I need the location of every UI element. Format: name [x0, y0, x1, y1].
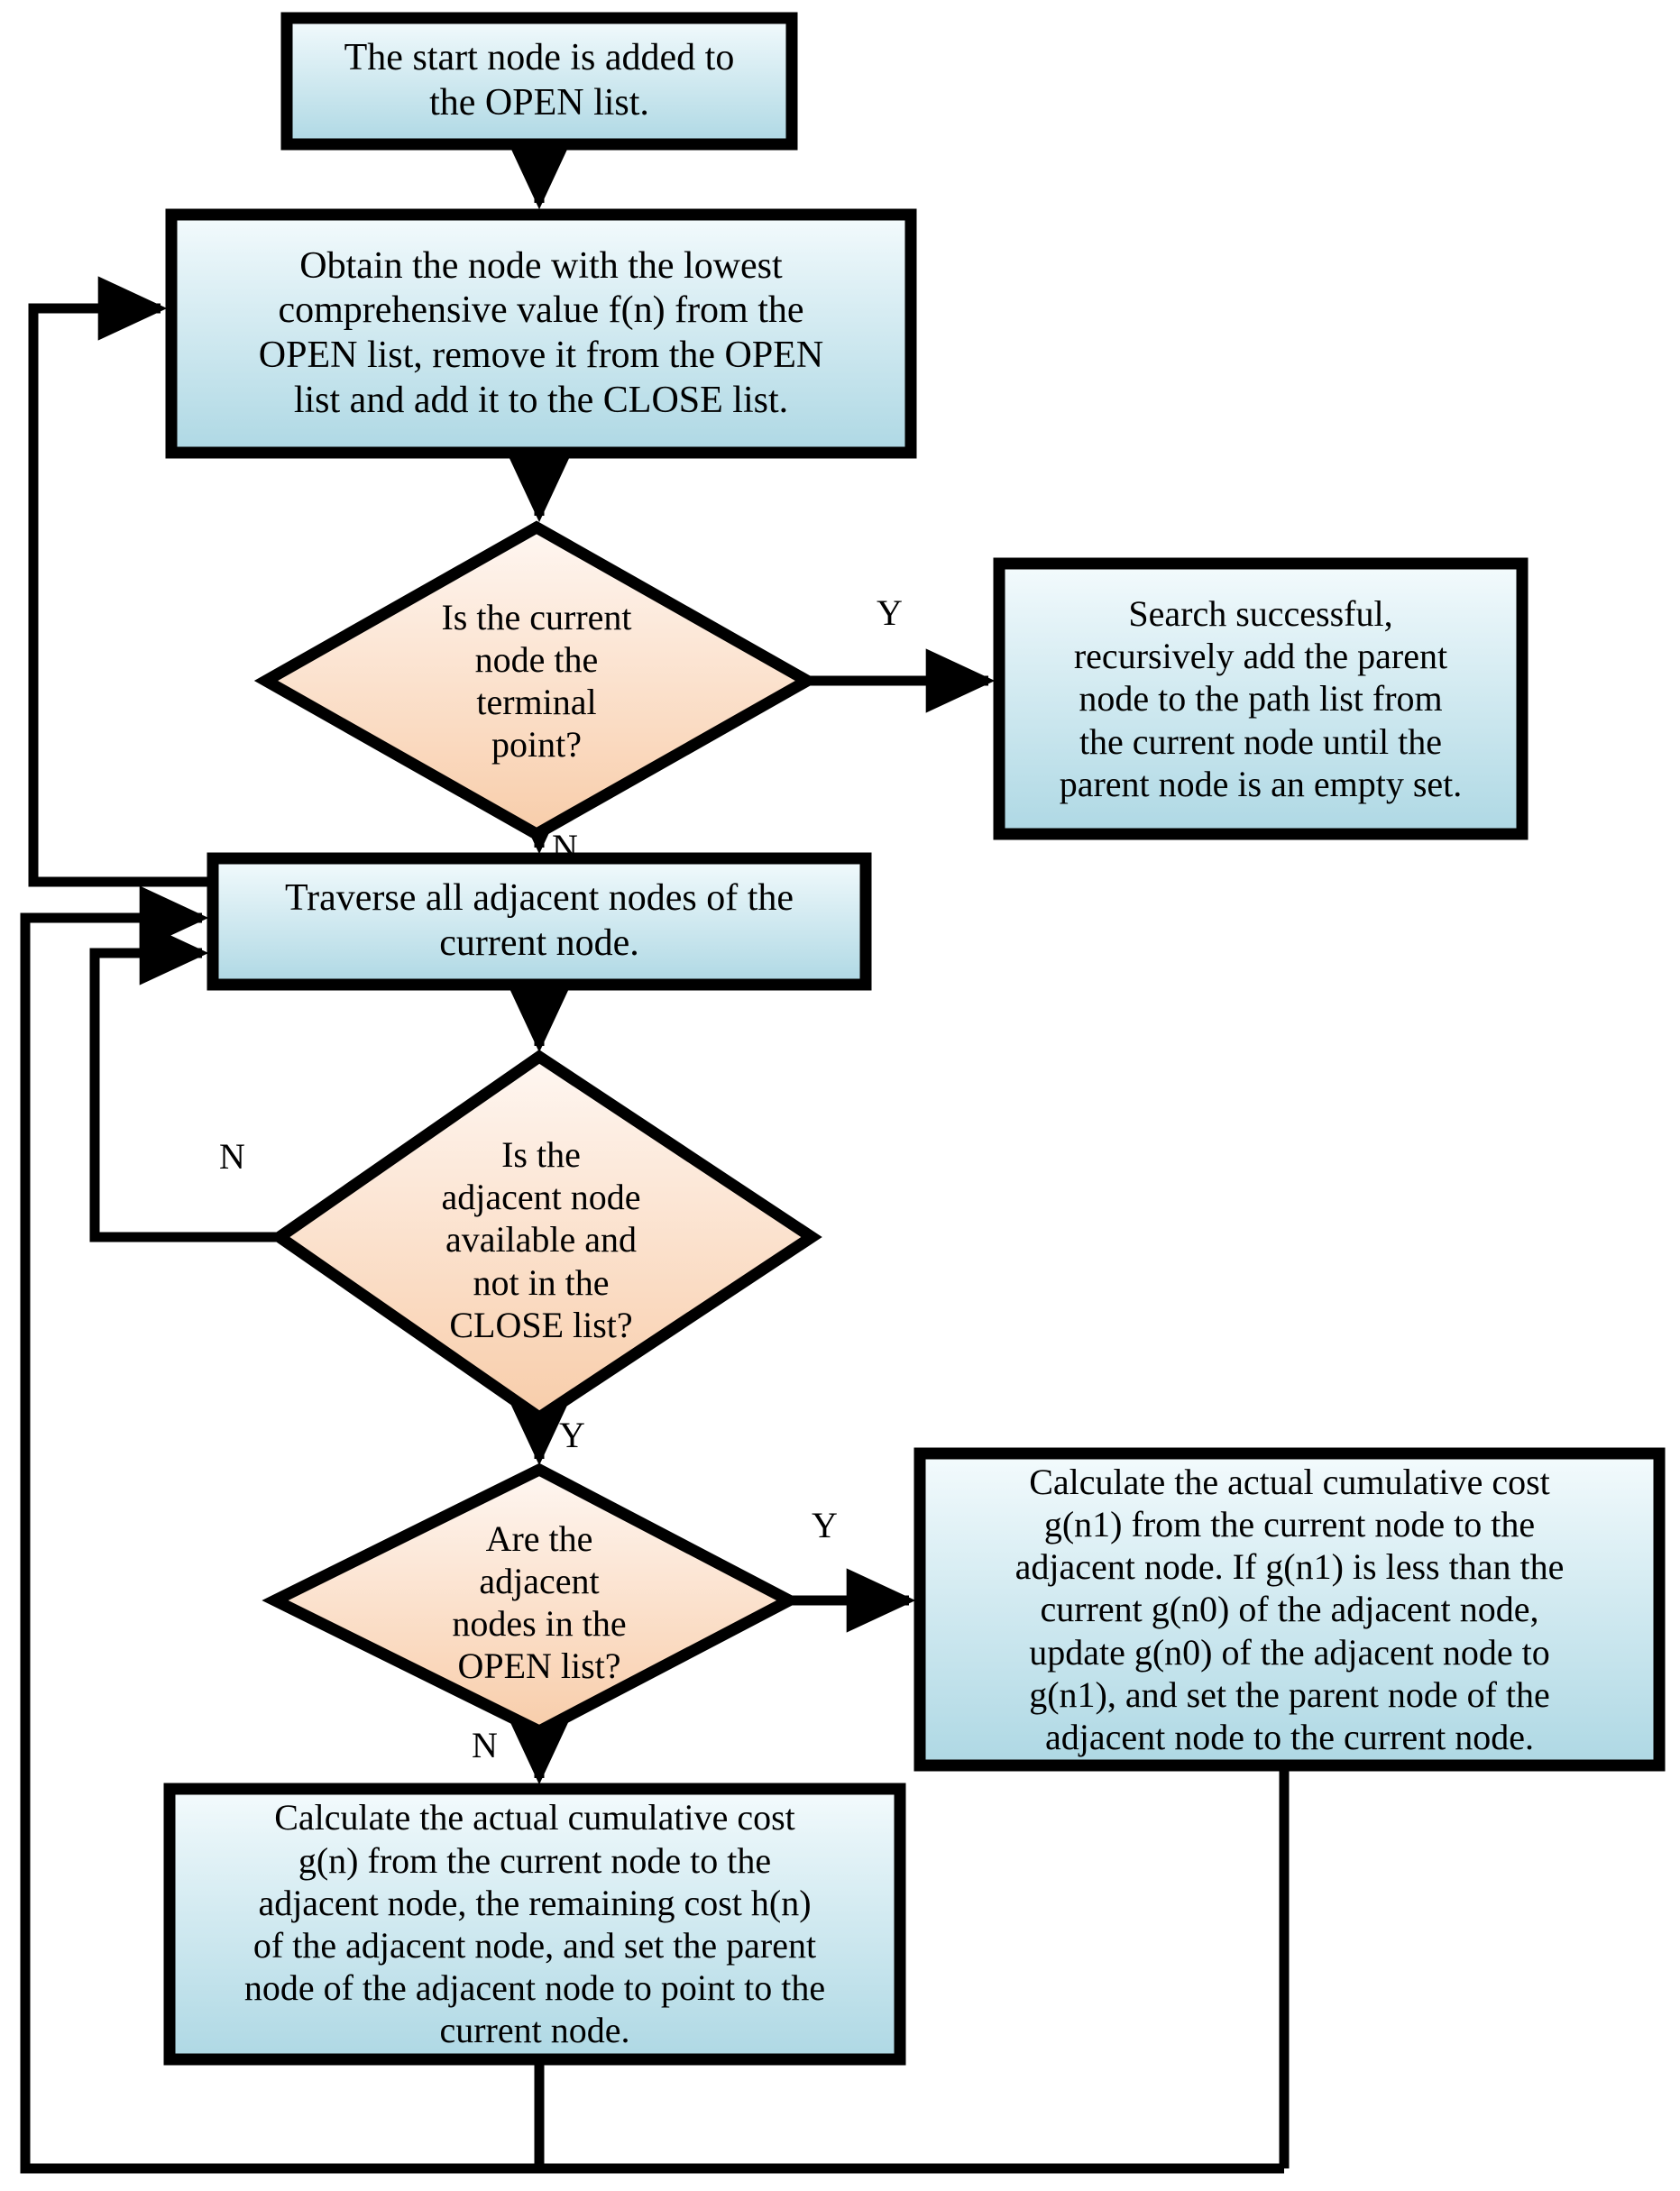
node-start: [280, 12, 798, 151]
node-is-adjacent-available: [269, 1050, 822, 1425]
node-is-terminal-point: [253, 520, 820, 841]
edge-available-no-loop-to-traverse: [89, 921, 280, 1242]
edge-traverse-left-to-obtain: [28, 276, 213, 887]
node-search-successful: [993, 557, 1529, 840]
node-are-adjacent-in-open: [262, 1462, 803, 1738]
shape-layer: [163, 12, 1666, 2066]
node-calculate-new-cost: [163, 1783, 906, 2066]
node-update-cumulative-cost: [913, 1447, 1666, 1772]
node-traverse-adjacent: [207, 852, 872, 991]
edge-bottom-rail-to-traverse: [20, 885, 1284, 2174]
node-obtain-lowest-f: [165, 208, 917, 459]
